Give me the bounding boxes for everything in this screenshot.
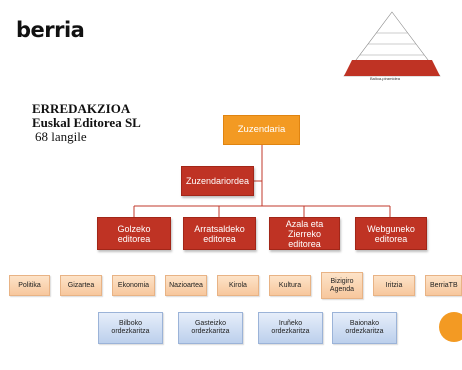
staff-count: 68 langile [35, 129, 87, 144]
organization-info: ERREDAKZIOA Euskal Editorea SL 68 langil… [32, 102, 141, 144]
section-box: Kirola [217, 275, 259, 296]
editor-box: Golzeko editorea [97, 217, 171, 250]
orange-circle-shape [439, 312, 462, 342]
department-title: ERREDAKZIOA [32, 101, 131, 116]
office-box: Iruñeko ordezkaritza [258, 312, 323, 344]
editor-box: Webguneko editorea [355, 217, 427, 250]
editor-box: Azala eta Zierreko editorea [269, 217, 340, 250]
director-box: Zuzendaria [223, 115, 300, 145]
section-box: Kultura [269, 275, 311, 296]
section-box: Politika [9, 275, 50, 296]
editor-box: Arratsaldeko editorea [183, 217, 256, 250]
section-box: Bizigiro Agenda [321, 272, 363, 299]
pyramid-caption: Balioa-piramidea [369, 76, 400, 81]
pyramid-icon [343, 11, 441, 77]
deputy-director-box: Zuzendariordea [181, 166, 254, 196]
berria-logo: berria [16, 18, 85, 42]
section-box: Iritzia [373, 275, 415, 296]
office-box: Baionako ordezkaritza [332, 312, 397, 344]
section-box: Ekonomia [112, 275, 155, 296]
section-box: Nazioartea [165, 275, 207, 296]
company-name: Euskal Editorea SL [32, 115, 141, 130]
section-box: BerriaTB [425, 275, 462, 296]
office-box: Gasteizko ordezkaritza [178, 312, 243, 344]
office-box: Bilboko ordezkaritza [98, 312, 163, 344]
section-box: Gizartea [60, 275, 102, 296]
